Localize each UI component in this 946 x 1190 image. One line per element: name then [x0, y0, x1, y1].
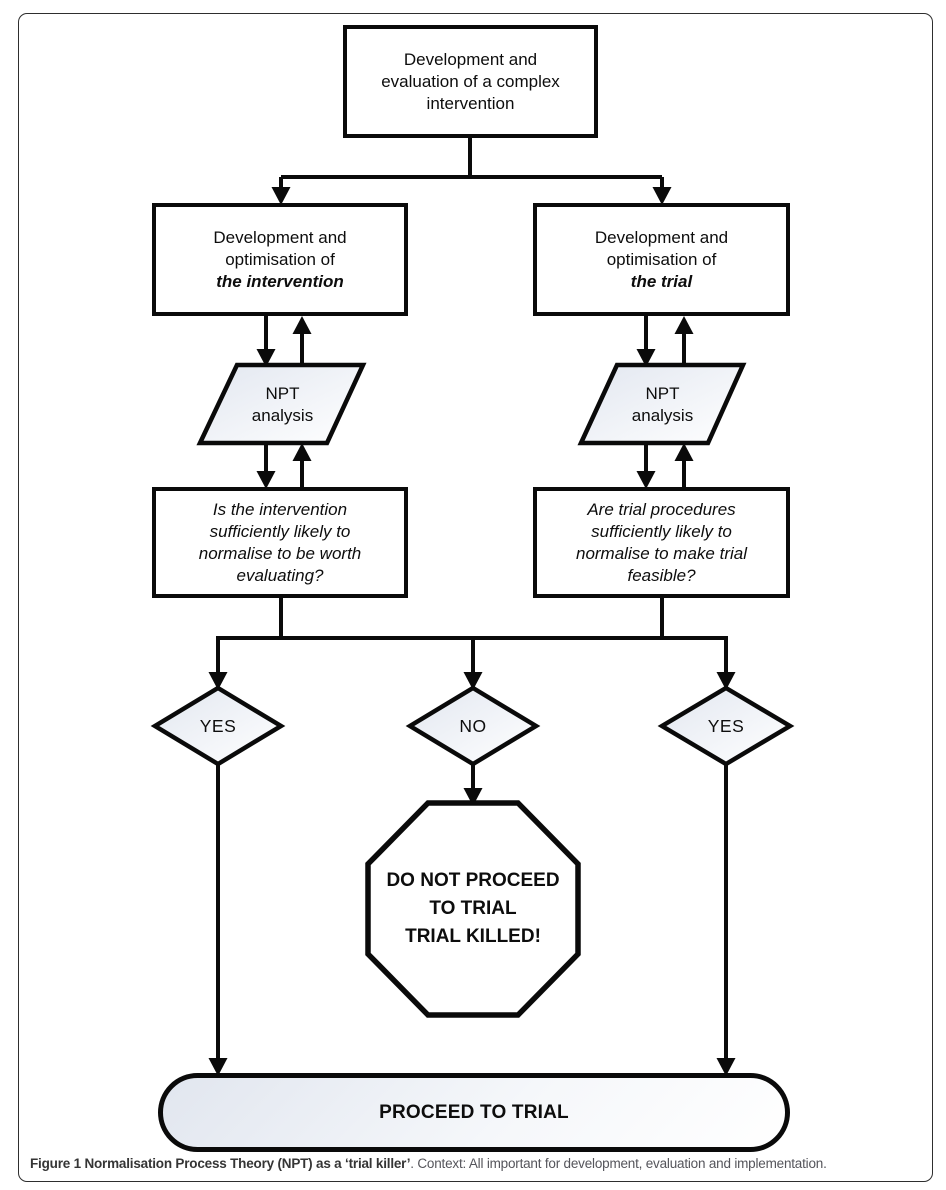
question-line: sufficiently likely to [591, 521, 732, 541]
caption-text: . Context: All important for development… [410, 1156, 827, 1171]
caption-bold: Figure 1 Normalisation Process Theory (N… [30, 1156, 411, 1171]
arrowhead-into-stop [463, 788, 483, 806]
node-development-intervention: Development and optimisation of the inte… [152, 203, 408, 316]
node-development-evaluation: Development and evaluation of a complex … [343, 25, 598, 138]
question-line: normalise to be worth [198, 543, 362, 563]
arrowhead-down-left-question [256, 471, 276, 489]
figure-caption: Figure 1 Normalisation Process Theory (N… [30, 1156, 926, 1171]
decision-yes-left-label: YES [199, 716, 237, 736]
decision-no-label: NO [459, 716, 487, 736]
node-line-emphasis: the trial [630, 271, 693, 291]
arrowhead-into-right-branch [652, 187, 672, 205]
proceed-capsule: PROCEED TO TRIAL [158, 1073, 790, 1152]
node-line: Development and [213, 227, 347, 247]
arrowhead-down-right-npt [636, 349, 656, 367]
arrowhead-right-into-proceed [716, 1058, 736, 1076]
question-line: Is the intervention [212, 499, 348, 519]
npt-line: NPT [645, 384, 680, 403]
arrowhead-up-left-npt [292, 443, 312, 461]
arrowhead-into-yes-left [208, 672, 228, 690]
connector-left-box-npt [264, 316, 304, 365]
arrowhead-down-right-question [636, 471, 656, 489]
question-line: Are trial procedures [587, 499, 736, 519]
arrowhead-into-yes-right [716, 672, 736, 690]
node-line: Development and [403, 49, 538, 69]
arrowhead-left-into-proceed [208, 1058, 228, 1076]
node-line: optimisation of [225, 249, 335, 269]
npt-analysis-left-shape [196, 362, 367, 446]
arrowhead-up-right-npt [674, 443, 694, 461]
npt-analysis-right-shape [577, 362, 747, 446]
stop-line: TO TRIAL [429, 898, 517, 919]
npt-analysis-left-label: NPT analysis [205, 369, 360, 441]
figure-frame [18, 13, 933, 1182]
connector-decision-bus [216, 598, 728, 673]
node-line: optimisation of [606, 249, 717, 269]
connector-left-npt-question [264, 443, 304, 487]
stop-label: DO NOT PROCEED TO TRIAL TRIAL KILLED! [375, 866, 571, 952]
question-intervention: Is the intervention sufficiently likely … [152, 487, 408, 598]
arrowhead-up-right-box [674, 316, 694, 334]
arrowhead-into-left-branch [271, 187, 291, 205]
arrowhead-up-left-box [292, 316, 312, 334]
question-line: feasible? [627, 565, 696, 585]
node-line: Development and [594, 227, 729, 247]
arrowhead-down-left-npt [256, 349, 276, 367]
npt-analysis-right-label: NPT analysis [585, 369, 740, 441]
decision-yes-right-label: YES [707, 716, 745, 736]
connector-right-box-npt [644, 316, 686, 365]
npt-line: analysis [251, 406, 314, 425]
connector-right-npt-question [644, 443, 686, 487]
question-trial: Are trial procedures sufficiently likely… [533, 487, 790, 598]
question-line: normalise to make trial [575, 543, 747, 563]
npt-line: analysis [631, 406, 694, 425]
node-line: evaluation of a complex [381, 71, 560, 91]
question-line: sufficiently likely to [209, 521, 351, 541]
node-line: intervention [426, 93, 515, 113]
question-line: evaluating? [236, 565, 324, 585]
stop-line: DO NOT PROCEED [386, 870, 560, 891]
node-development-trial: Development and optimisation of the tria… [533, 203, 790, 316]
npt-line: NPT [265, 384, 300, 403]
connector-root-split [279, 138, 664, 188]
stop-octagon-shape [365, 800, 581, 1018]
stop-line: TRIAL KILLED! [405, 926, 541, 947]
arrowhead-into-no [463, 672, 483, 690]
node-line-emphasis: the intervention [216, 271, 344, 291]
proceed-label: PROCEED TO TRIAL [379, 1101, 569, 1123]
